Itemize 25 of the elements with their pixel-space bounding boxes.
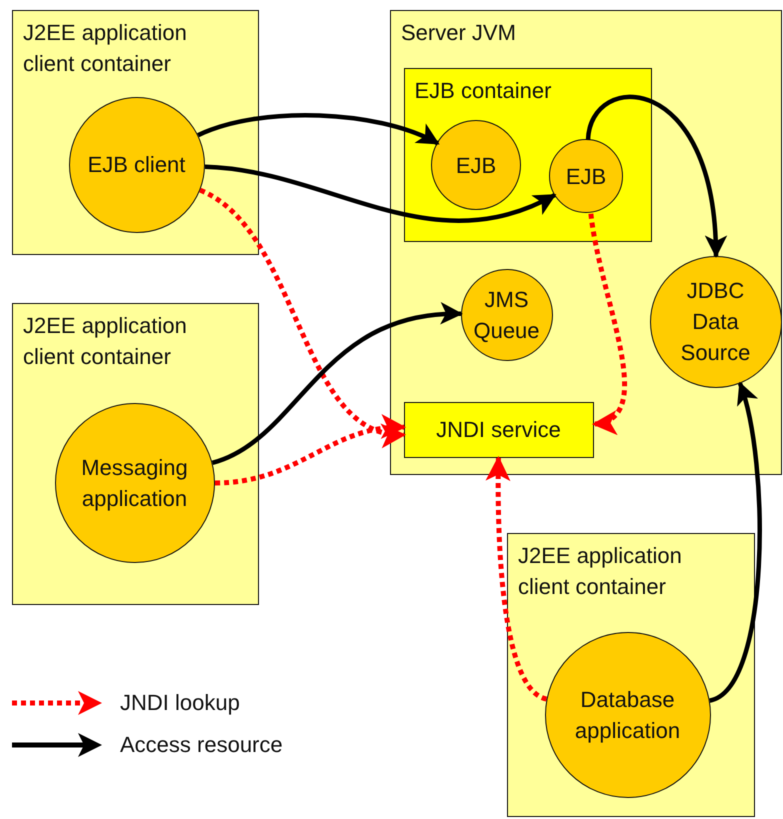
container-title: J2EE application client container xyxy=(23,312,188,371)
container-box xyxy=(12,10,259,255)
container-box xyxy=(404,68,652,242)
container-title: J2EE application client container xyxy=(518,542,683,601)
node-label: Database application xyxy=(574,686,682,745)
node-label: JMS Queue xyxy=(472,286,541,344)
container-title: J2EE application client container xyxy=(23,19,188,78)
connector-arrow xyxy=(586,95,726,258)
connector-arrow xyxy=(708,382,762,703)
connector-arrow xyxy=(197,113,440,146)
legend-label: Access resource xyxy=(120,732,283,758)
service-box xyxy=(404,402,594,458)
node-label: EJB xyxy=(566,162,606,190)
node-label: EJB client xyxy=(88,151,186,179)
container-box xyxy=(390,10,782,475)
container-title: Server JVM xyxy=(401,19,517,47)
node-label: Messaging application xyxy=(80,454,189,513)
container-box xyxy=(507,533,755,817)
container-title: JNDI service xyxy=(436,416,561,444)
container-title: EJB container xyxy=(414,76,552,104)
node-label: JDBC Data Source xyxy=(680,277,752,367)
container-box xyxy=(12,303,259,605)
connector-arrow xyxy=(486,456,548,702)
legend-label: JNDI lookup xyxy=(120,690,240,716)
node-label: EJB xyxy=(456,152,496,180)
